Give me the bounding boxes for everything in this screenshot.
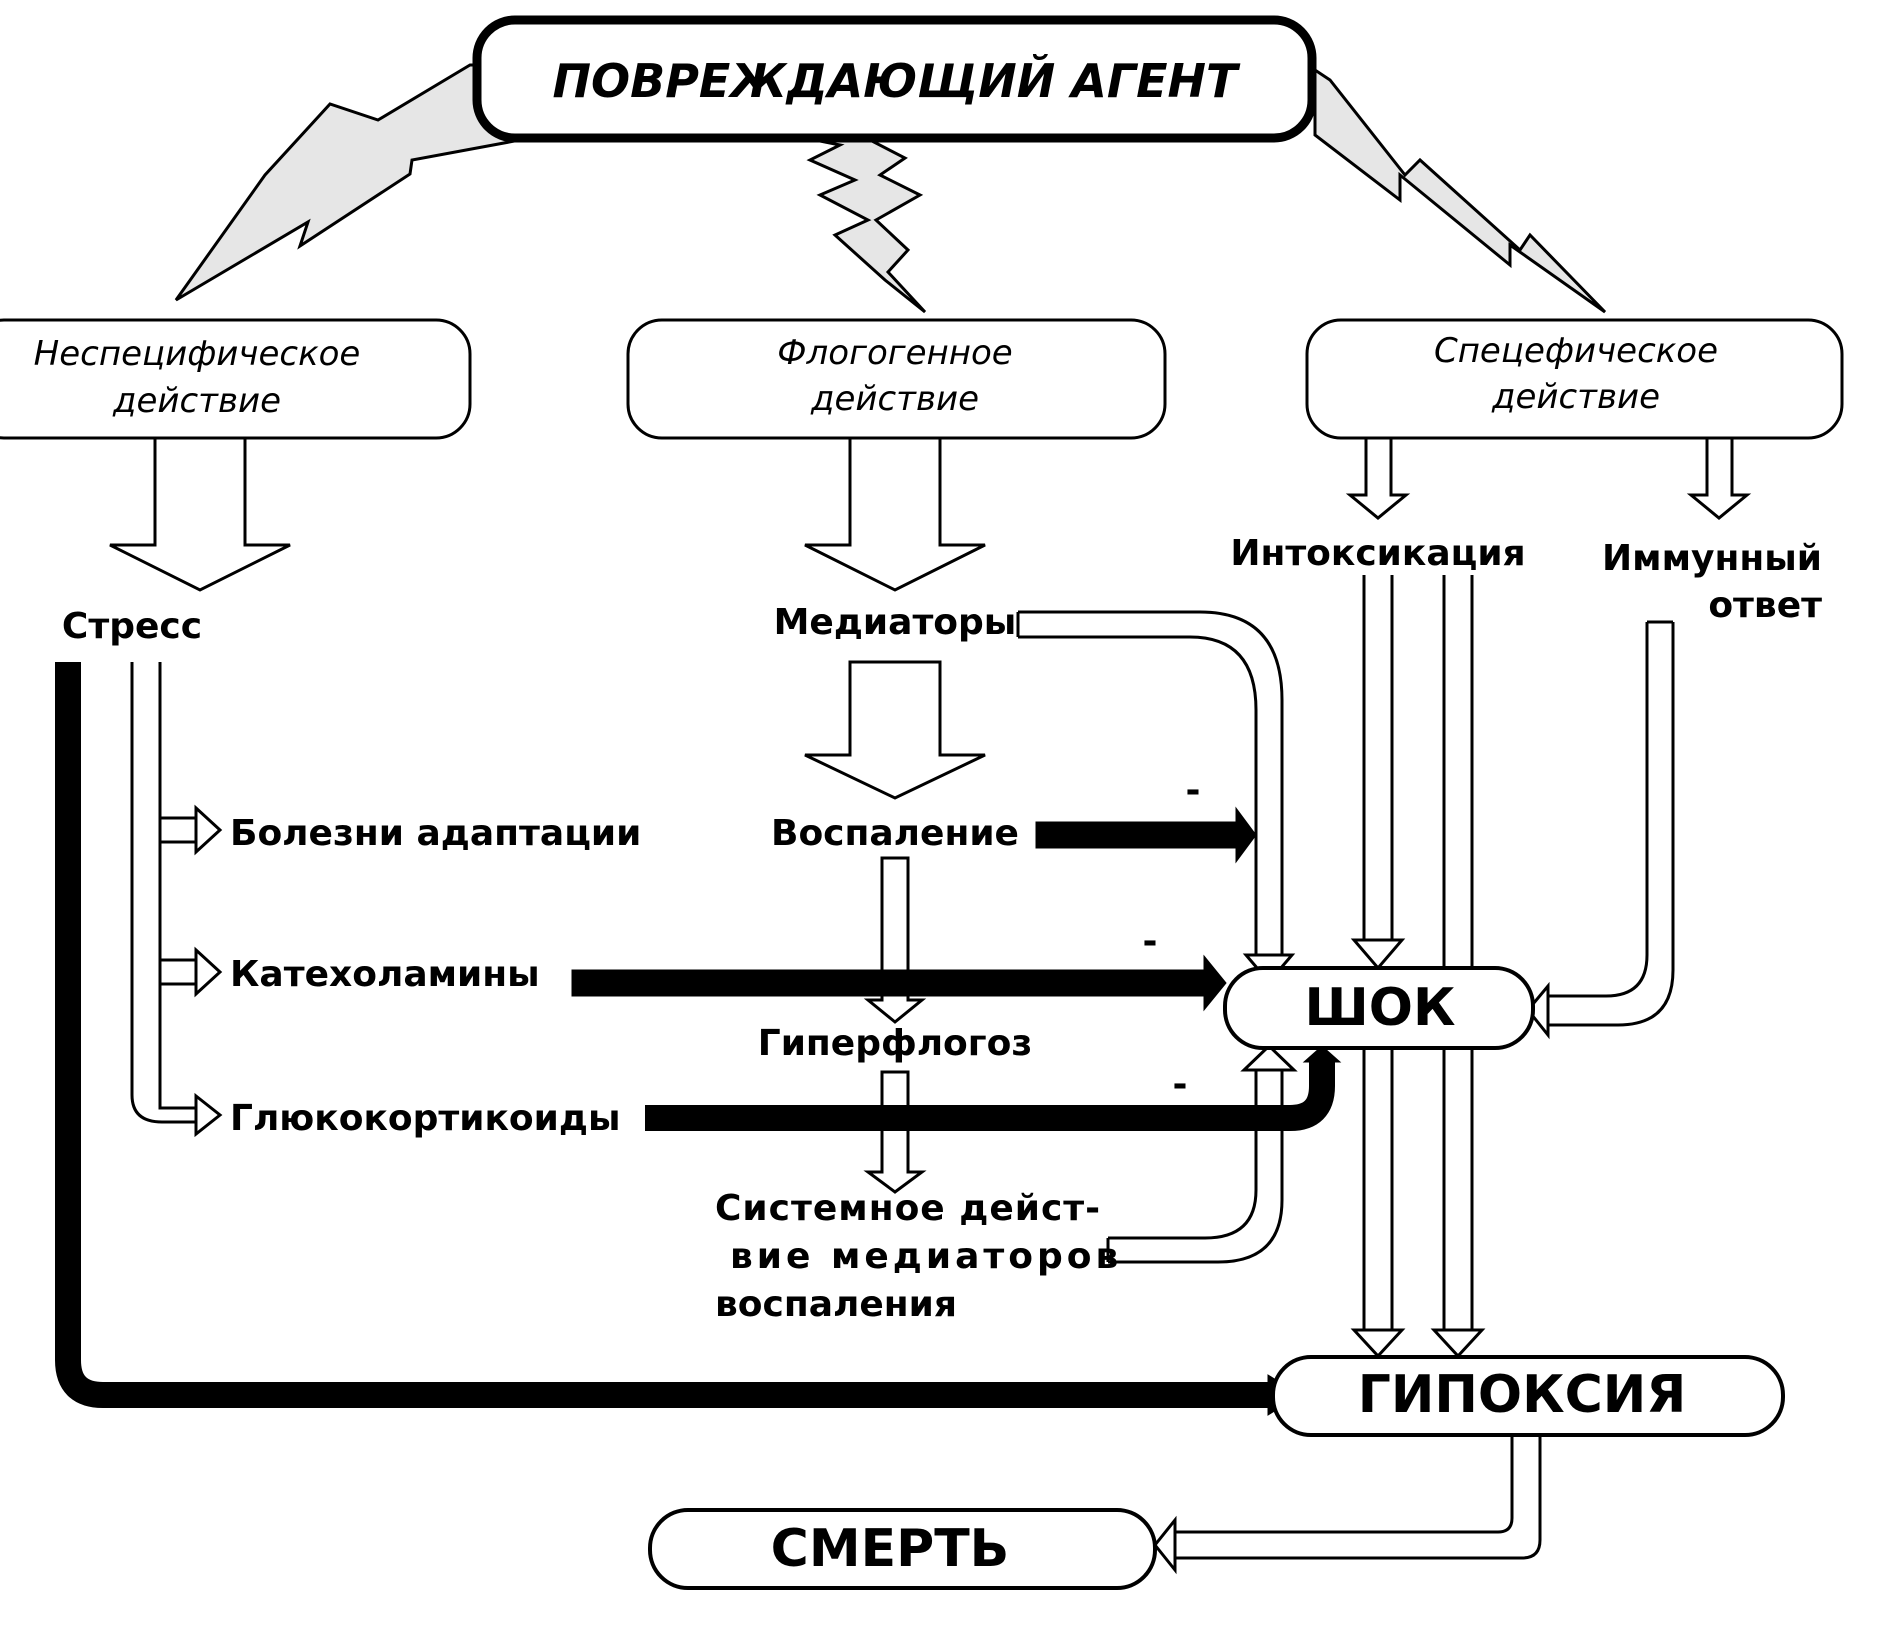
arrow-to-glucocorticoids	[194, 1092, 223, 1138]
minus-catecholamines: -	[1143, 921, 1158, 962]
shock-to-hypoxia-arrowhead	[1350, 1328, 1406, 1359]
bolt-right	[1313, 67, 1607, 314]
glucocorticoids-to-shock-arrowhead	[1302, 1045, 1342, 1063]
inflammation-to-shock-arrowhead	[1235, 806, 1257, 864]
specific-line2: действие	[1491, 377, 1660, 417]
inflammation-label: Воспаление	[771, 813, 1019, 854]
intoxication-to-shock-arrowhead	[1350, 938, 1406, 971]
arrow-inflammation-to-hyperphlogosis	[863, 856, 927, 1024]
mediators-label: Медиаторы	[774, 602, 1017, 643]
specific-line1: Спецефическое	[1434, 331, 1718, 371]
bolt-left	[174, 63, 522, 302]
mediators-to-shock-outer	[1018, 610, 1284, 955]
minus-glucocorticoids: -	[1173, 1064, 1188, 1105]
systemic-to-shock-outer	[1108, 1070, 1284, 1264]
phlogogenic-line1: Флогогенное	[777, 333, 1012, 373]
immune-to-shock-arrowhead	[1526, 981, 1550, 1040]
arrow-nonspecific-to-stress	[109, 436, 291, 592]
systemic-to-shock-arrowhead	[1240, 1043, 1298, 1072]
arrow-specific-to-immune	[1686, 436, 1752, 520]
catecholamines-to-shock-arrowhead	[1203, 954, 1227, 1012]
arrow-phlogogenic-to-mediators	[804, 436, 986, 592]
agent-label: ПОВРЕЖДАЮЩИЙ АГЕНТ	[553, 54, 1242, 108]
inflammation-to-shock-bar	[1035, 821, 1247, 849]
intoxication-label: Интоксикация	[1230, 533, 1525, 574]
systemic-line2: вие медиаторов	[730, 1236, 1122, 1277]
catecholamines-to-shock-bar	[571, 969, 1213, 997]
immune-line2: ответ	[1708, 585, 1822, 626]
stress-channel-left	[130, 662, 196, 1124]
arrow-hyperphlogosis-to-systemic	[863, 1070, 927, 1194]
phlogogenic-line2: действие	[810, 379, 979, 419]
hypoxia-to-death-outer	[1175, 1435, 1542, 1560]
glucocorticoids-label: Глюкокортикоиды	[230, 1098, 621, 1139]
stress-channel-right	[158, 662, 196, 1110]
bolt-middle	[789, 133, 927, 314]
arrow-specific-to-intoxication	[1345, 436, 1411, 520]
glucocorticoids-to-shock-path	[645, 1060, 1335, 1131]
stress-to-hypoxia-path	[55, 662, 1275, 1408]
nonspecific-line2: действие	[112, 381, 281, 421]
shock-label: ШОК	[1305, 978, 1456, 1038]
systemic-to-shock-inner	[1108, 1070, 1258, 1240]
death-label: СМЕРТЬ	[771, 1519, 1010, 1579]
nonspecific-line1: Неспецифическое	[34, 334, 361, 374]
hypoxia-to-death-inner	[1175, 1435, 1514, 1534]
systemic-line3: воспаления	[715, 1284, 957, 1325]
arrow-to-catecholamines	[194, 946, 223, 998]
hypoxia-box	[1271, 1355, 1785, 1437]
arrow-to-adaptation	[194, 804, 223, 856]
mediators-to-shock-inner	[1018, 635, 1258, 955]
systemic-line1: Системное дейст-	[715, 1188, 1101, 1229]
adaptation-diseases-label: Болезни адаптации	[230, 813, 641, 854]
intoxication-to-hypoxia-arrowhead	[1430, 1328, 1486, 1359]
agent-box	[472, 15, 1317, 143]
hyperphlogosis-label: Гиперфлогоз	[758, 1023, 1033, 1064]
immune-to-shock-outer	[1548, 622, 1675, 1027]
minus-inflammation: -	[1186, 770, 1201, 811]
death-box	[648, 1508, 1157, 1590]
hypoxia-to-death-arrowhead	[1153, 1515, 1177, 1575]
arrow-mediators-to-inflammation	[804, 660, 986, 800]
immune-to-shock-inner	[1548, 622, 1649, 998]
specific-box	[1305, 318, 1844, 440]
immune-line1: Иммунный	[1602, 538, 1822, 579]
shock-box	[1223, 966, 1535, 1050]
stress-label: Стресс	[62, 606, 202, 647]
catecholamines-label: Катехоламины	[230, 954, 540, 995]
hypoxia-label: ГИПОКСИЯ	[1358, 1365, 1687, 1425]
